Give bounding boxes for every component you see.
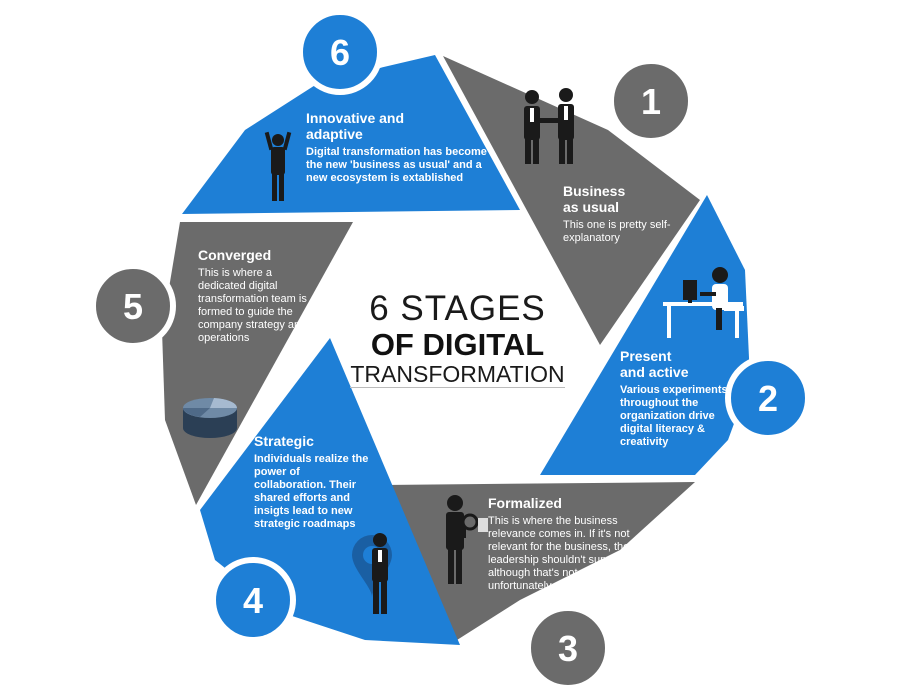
stage-1-text: Business as usual This one is pretty sel… — [563, 183, 673, 245]
stage-4-number: 4 — [243, 580, 263, 621]
title-line-1: 6 STAGES — [369, 289, 546, 328]
adaptive-person-icon — [264, 131, 292, 201]
stage-6-number: 6 — [330, 32, 350, 73]
stage-2-segment — [540, 195, 750, 475]
stage-3-text: Formalized This is where the business re… — [488, 495, 663, 593]
stage-5-title: Converged — [198, 247, 272, 263]
stage-1-segment — [443, 56, 700, 345]
stage-2-badge: 2 — [725, 355, 811, 441]
stage-3-number: 3 — [558, 628, 578, 669]
stage-4-badge: 4 — [210, 557, 296, 643]
stage-6-text: Innovative and adaptive Digital transfor… — [306, 110, 496, 185]
stage-6-segment — [182, 55, 520, 214]
stage-2-text: Present and active Various experiments t… — [620, 348, 732, 449]
stage-4-title: Strategic — [254, 433, 314, 449]
stage-5-description: This is where a dedicated digital transf… — [198, 267, 307, 344]
stage-5-text: Converged This is where a dedicated digi… — [198, 247, 316, 345]
stage-4-text: Strategic Individuals realize the power … — [254, 433, 374, 531]
stage-1-badge: 1 — [608, 58, 694, 144]
stage-5-number: 5 — [123, 286, 143, 327]
stage-3-title: Formalized — [488, 495, 562, 511]
stage-2-title: Present and active — [620, 348, 689, 380]
diagram-title: 6 STAGES OF DIGITAL TRANSFORMATION — [350, 290, 565, 388]
stage-6-badge: 6 — [297, 9, 383, 95]
stage-2-description: Various experiments throughout the organ… — [620, 384, 728, 448]
stage-6-description: Digital transformation has become the ne… — [306, 146, 487, 184]
stage-1-description: This one is pretty self-explanatory — [563, 219, 671, 244]
title-line-2: OF DIGITAL — [370, 327, 545, 362]
stage-4-description: Individuals realize the power of collabo… — [254, 453, 369, 530]
title-line-3: TRANSFORMATION — [350, 361, 565, 388]
pie-chart-icon — [183, 398, 238, 438]
magnifier-person-icon — [446, 495, 488, 584]
stage-1-title: Business as usual — [563, 183, 626, 215]
stage-3-badge: 3 — [525, 605, 611, 691]
businessman-icon — [372, 533, 388, 614]
stage-6-title: Innovative and adaptive — [306, 110, 405, 142]
stage-1-number: 1 — [641, 81, 661, 122]
stage-2-number: 2 — [758, 378, 778, 419]
stage-5-badge: 5 — [90, 263, 176, 349]
computer-desk-icon — [663, 267, 744, 338]
handshake-icon — [524, 88, 574, 164]
stage-3-description: This is where the business relevance com… — [488, 515, 662, 592]
